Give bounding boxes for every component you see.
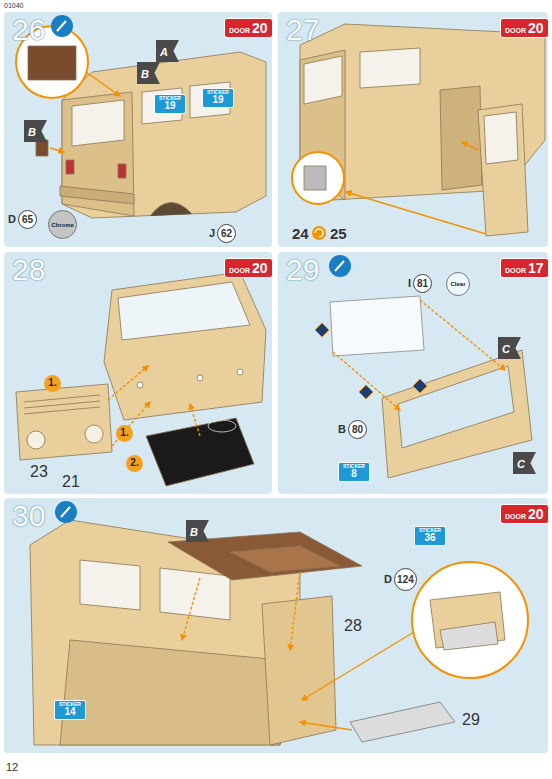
part-letter-flag: B	[137, 62, 160, 84]
part-callout: 23	[30, 464, 48, 480]
page-number: 12	[6, 762, 18, 773]
flag-letter: C	[517, 458, 525, 470]
flag-letter: B	[28, 126, 36, 138]
door-badge: DOOR20	[500, 18, 549, 38]
paint-name: Clear	[446, 272, 470, 296]
step-number: 28	[12, 255, 45, 285]
part-number-text: B	[338, 424, 346, 435]
part-number: I81	[408, 274, 432, 293]
sticker-tag: STICKER19	[154, 94, 186, 114]
door-badge: DOOR17	[500, 258, 549, 278]
order-number: 1.	[116, 425, 133, 442]
door-badge: DOOR20	[500, 504, 549, 524]
document-code: 01040	[4, 2, 23, 9]
order-step: 2.	[126, 452, 143, 472]
part-number-text: 124	[394, 568, 417, 591]
part-number-text: 65	[18, 210, 37, 229]
sticker-number: 19	[164, 101, 175, 111]
door-label: DOOR	[229, 27, 250, 34]
sticker-tag: STICKER8	[338, 462, 370, 482]
door-label: DOOR	[505, 267, 526, 274]
order-number: 1.	[44, 375, 61, 392]
part-callout: 29	[462, 712, 480, 728]
part-number-text: D	[8, 214, 16, 225]
order-step: 1.	[116, 422, 133, 442]
part-callout: 24	[292, 226, 309, 241]
part-number: J62	[209, 224, 236, 243]
sticker-number: 36	[424, 533, 435, 543]
part-number-text: 80	[348, 420, 367, 439]
part-number-text: J	[209, 228, 215, 239]
part-letter-flag: C	[513, 452, 536, 474]
part-number: D65	[8, 210, 37, 229]
sticker-number: 14	[64, 707, 75, 717]
sticker-tag: STICKER36	[414, 526, 446, 546]
paint-color: Clear	[446, 272, 470, 296]
door-label: 17	[528, 261, 544, 275]
part-number: D124	[384, 568, 417, 591]
door-label: DOOR	[229, 267, 250, 274]
part-number-text: 81	[413, 274, 432, 293]
door-label: DOOR	[505, 27, 526, 34]
part-callout: 28	[344, 618, 362, 634]
part-callout: 21	[62, 474, 80, 490]
part-callout: 25	[330, 226, 347, 241]
door-badge: DOOR20	[224, 18, 273, 38]
sticker-number: 19	[212, 95, 223, 105]
part-number-text: 62	[217, 224, 236, 243]
part-number-text: D	[384, 574, 392, 585]
door-label: 20	[528, 507, 544, 521]
door-badge: DOOR20	[224, 258, 273, 278]
door-label: 20	[252, 21, 268, 35]
paint-name: Chrome	[48, 210, 77, 239]
part-letter-flag: A	[156, 40, 179, 62]
step-number: 29	[286, 255, 319, 285]
sticker-tag: STICKER14	[54, 700, 86, 720]
door-label: DOOR	[505, 513, 526, 520]
order-step: 1.	[44, 372, 61, 392]
door-label: 20	[528, 21, 544, 35]
part-letter-flag: B	[24, 120, 47, 142]
step-number: 26	[12, 15, 45, 45]
flag-letter: B	[141, 68, 149, 80]
flag-letter: A	[160, 46, 168, 58]
door-label: 20	[252, 261, 268, 275]
sticker-number: 8	[351, 469, 357, 479]
step-number: 30	[12, 501, 45, 531]
paint-color: Chrome	[48, 210, 77, 239]
part-number-text: I	[408, 278, 411, 289]
order-number: 2.	[126, 455, 143, 472]
sticker-tag: STICKER19	[202, 88, 234, 108]
flag-letter: C	[502, 343, 510, 355]
part-number: B80	[338, 420, 367, 439]
flag-letter: B	[190, 526, 198, 538]
part-letter-flag: B	[186, 520, 209, 542]
step-number: 27	[286, 15, 319, 45]
part-letter-flag: C	[498, 337, 521, 359]
